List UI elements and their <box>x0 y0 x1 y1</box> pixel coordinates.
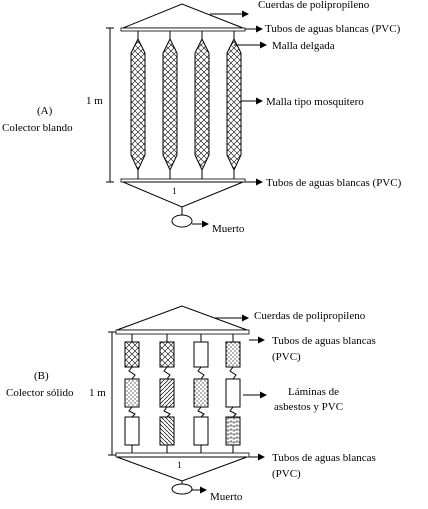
bottom-pipe-b <box>115 452 250 458</box>
label-muerto-b: Muerto <box>210 491 243 503</box>
height-label-a: 1 m <box>86 95 103 107</box>
plate-column <box>193 334 209 453</box>
label-malla-delgada-a: Malla delgada <box>272 40 335 52</box>
label-tubos-bottom-b-1: Tubos de aguas blancas <box>272 452 376 464</box>
bottom-rope-triangle-a <box>122 181 244 208</box>
weight-a <box>171 214 193 228</box>
one-label-b: 1 <box>177 460 182 470</box>
height-label-b: 1 m <box>89 387 106 399</box>
label-cuerdas-b: Cuerdas de polipropileno <box>254 310 366 322</box>
panel-b: (B) Colector sólido 1 m 1 Cuerdas de pol… <box>6 305 376 503</box>
panel-letter-a: (A) <box>37 105 53 117</box>
panel-name-b: Colector sólido <box>6 387 74 399</box>
panel-letter-b: (B) <box>34 370 49 382</box>
plate-column <box>124 334 140 453</box>
label-tubos-top-b-2: (PVC) <box>272 351 301 363</box>
mesh-tube <box>130 31 146 179</box>
label-muerto-a: Muerto <box>212 223 245 235</box>
one-label-a: 1 <box>172 186 177 196</box>
label-tubos-top-b-1: Tubos de aguas blancas <box>272 335 376 347</box>
label-laminas-b-1: Láminas de <box>288 386 339 398</box>
plate-columns-b <box>124 334 241 453</box>
label-tubos-bottom-b-2: (PVC) <box>272 468 301 480</box>
plate-column <box>225 334 241 453</box>
plate-column <box>159 334 175 453</box>
label-laminas-b-2: asbestos y PVC <box>274 401 343 413</box>
label-malla-mosquitero-a: Malla tipo mosquitero <box>266 96 364 108</box>
panel-a: 1 m (A) Colector blando 1 Cuerdas de pol… <box>2 0 402 235</box>
weight-b <box>171 483 193 495</box>
top-pipe-b <box>115 329 250 335</box>
top-rope-triangle-a <box>122 3 244 29</box>
label-cuerdas-a: Cuerdas de polipropileno <box>258 0 370 11</box>
mesh-tube <box>226 31 242 179</box>
label-tubos-top-a: Tubos de aguas blancas (PVC) <box>265 23 401 35</box>
top-pipe-a <box>120 27 246 32</box>
height-dimension-a <box>106 27 114 183</box>
bottom-rope-triangle-b <box>116 456 248 482</box>
height-dimension-b <box>108 331 116 456</box>
mesh-tube <box>194 31 210 179</box>
mesh-tubes-a <box>130 31 242 179</box>
panel-name-a: Colector blando <box>2 122 73 134</box>
label-tubos-bottom-a: Tubos de aguas blancas (PVC) <box>266 177 402 189</box>
mesh-tube <box>162 31 178 179</box>
